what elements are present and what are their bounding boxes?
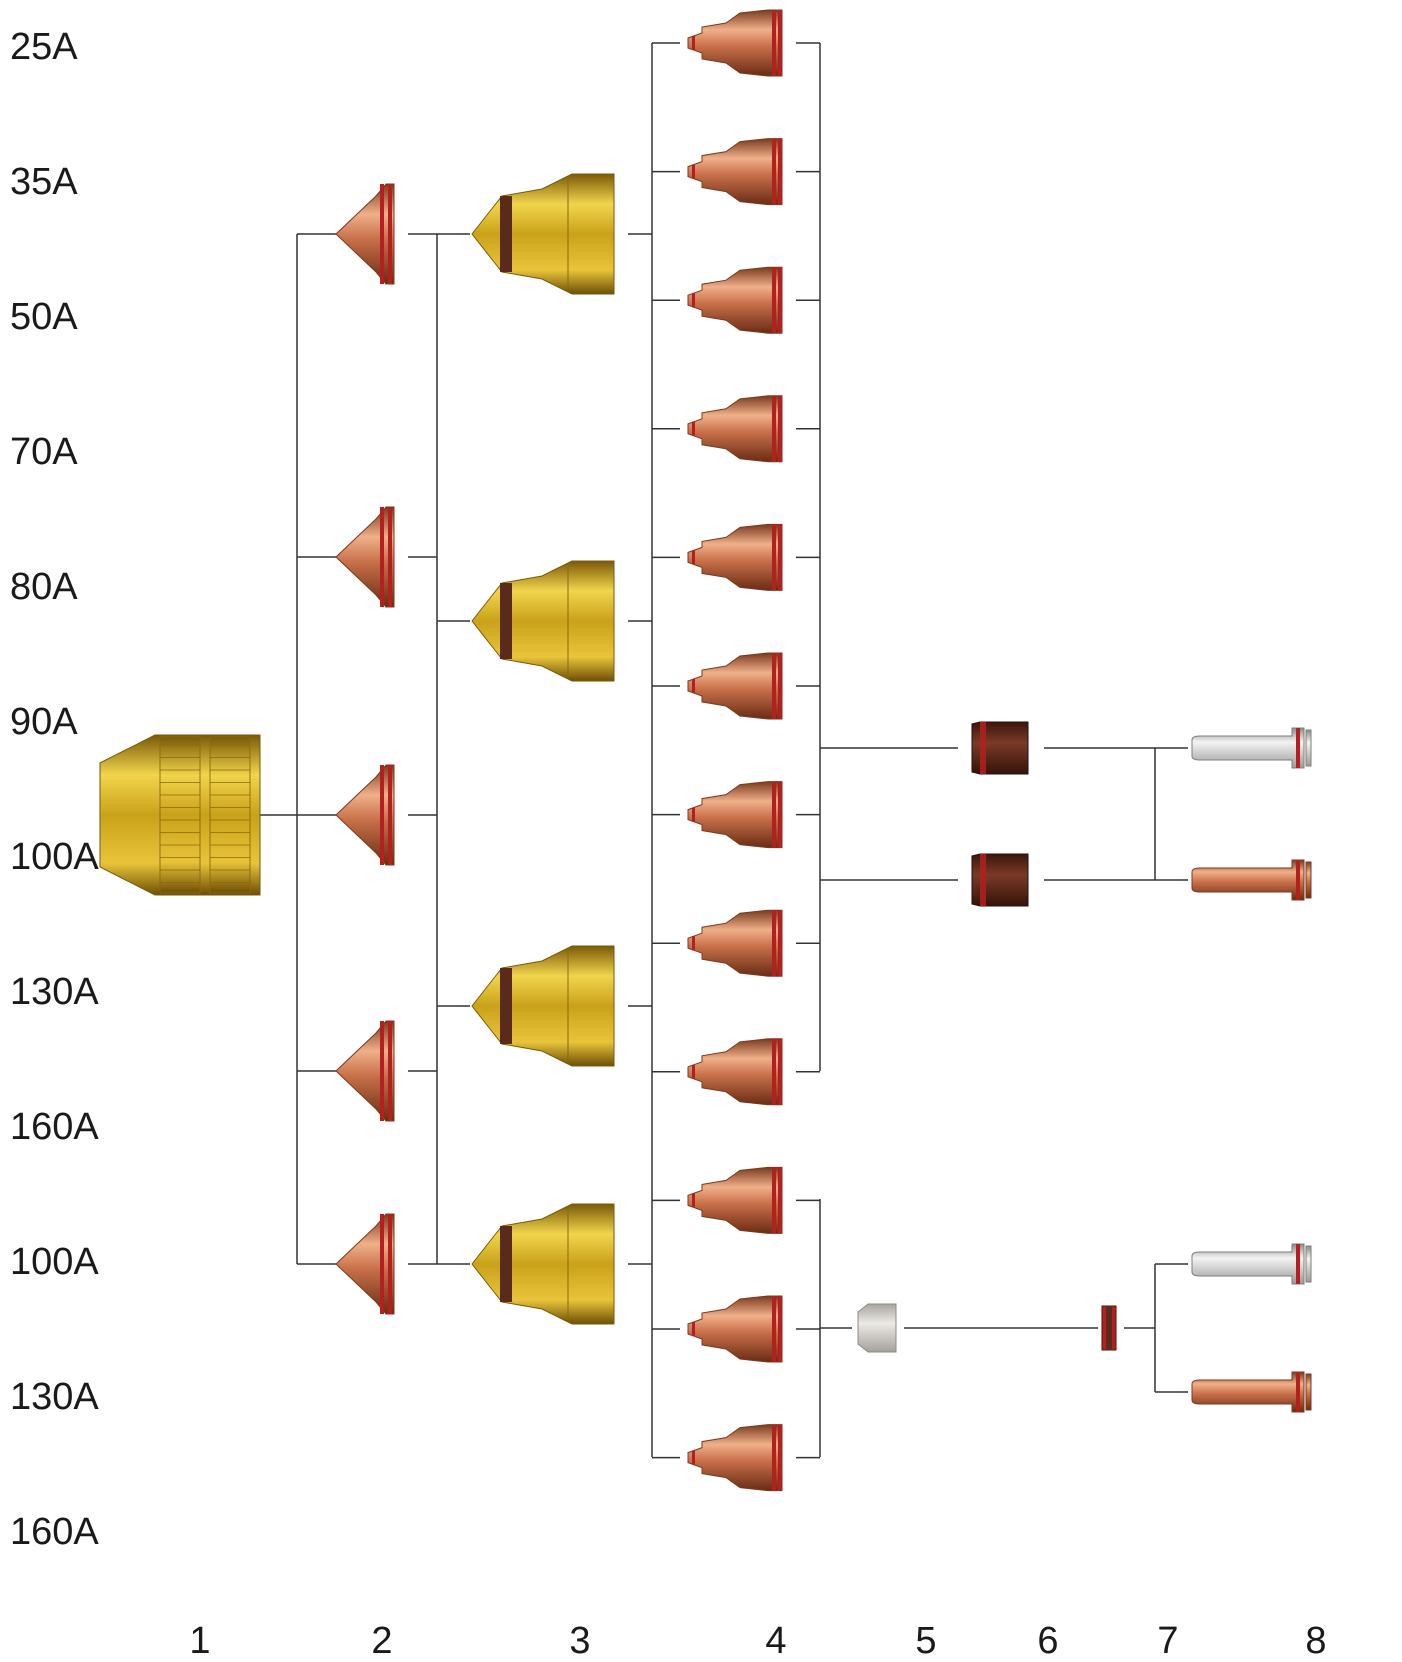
amp-label-130a-2: 130A <box>10 1376 99 1418</box>
amp-label-90a: 90A <box>10 701 78 743</box>
swirl-ring-part <box>971 853 1029 907</box>
nozzle-part <box>687 266 783 334</box>
nozzle-part <box>687 9 783 77</box>
nozzle-part <box>687 395 783 463</box>
nozzle-part <box>687 1166 783 1234</box>
nozzle-retaining-cap-part <box>471 560 615 682</box>
column-label-3: 3 <box>569 1620 591 1662</box>
shield-part <box>335 183 395 285</box>
nozzle-part <box>687 909 783 977</box>
nozzle-part <box>687 1424 783 1492</box>
column-label-2: 2 <box>371 1620 393 1662</box>
shield-part <box>335 1213 395 1315</box>
nozzle-part <box>687 138 783 206</box>
column-label-5: 5 <box>915 1620 937 1662</box>
amp-label-50a: 50A <box>10 296 78 338</box>
amp-label-35a: 35A <box>10 161 78 203</box>
electrode-silver-part <box>1191 1243 1312 1285</box>
column-label-8: 8 <box>1305 1620 1327 1662</box>
electrode-copper-part <box>1191 859 1312 901</box>
electrode-copper-part <box>1191 1371 1312 1413</box>
nozzle-part <box>687 1295 783 1363</box>
amp-label-80a: 80A <box>10 566 78 608</box>
amp-label-130a: 130A <box>10 971 99 1013</box>
nozzle-retaining-cap-part <box>471 1203 615 1325</box>
retaining-cap-part <box>99 734 261 896</box>
nozzle-part <box>687 652 783 720</box>
amp-label-100a-2: 100A <box>10 1241 99 1283</box>
amp-label-100a: 100A <box>10 836 99 878</box>
column-label-4: 4 <box>765 1620 787 1662</box>
column-label-1: 1 <box>189 1620 211 1662</box>
amp-label-160a: 160A <box>10 1106 99 1148</box>
shield-part <box>335 506 395 608</box>
shield-part <box>335 1020 395 1122</box>
nozzle-retaining-cap-part <box>471 173 615 295</box>
nozzle-retaining-cap-part <box>471 945 615 1067</box>
nozzle-part <box>687 1038 783 1106</box>
shield-part <box>335 764 395 866</box>
column-label-7: 7 <box>1157 1620 1179 1662</box>
column-label-6: 6 <box>1037 1620 1059 1662</box>
water-tube-part <box>1101 1305 1117 1351</box>
amp-label-160a-2: 160A <box>10 1511 99 1553</box>
swirl-ring-part <box>971 721 1029 775</box>
nozzle-part <box>687 781 783 849</box>
amp-label-25a: 25A <box>10 26 78 68</box>
amp-label-70a: 70A <box>10 431 78 473</box>
ceramic-swirl-ring-part <box>857 1303 897 1353</box>
electrode-silver-part <box>1191 727 1312 769</box>
nozzle-part <box>687 523 783 591</box>
